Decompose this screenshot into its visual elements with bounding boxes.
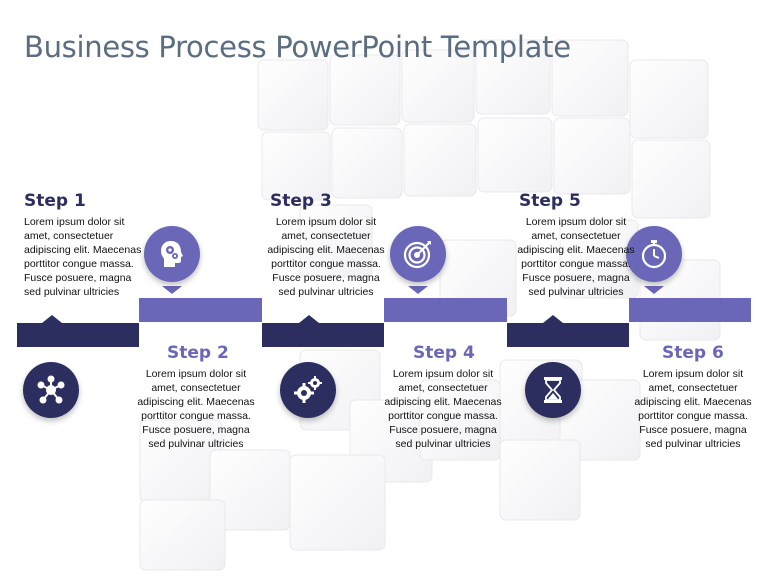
pointer-step-4 <box>408 286 428 294</box>
step-2-icon-circle <box>144 226 200 282</box>
step-3-text: Lorem ipsum dolor sit amet, consectetuer… <box>267 216 385 298</box>
timeline-bar-step-5 <box>507 323 629 347</box>
step-2-title: Step 2 <box>167 343 229 363</box>
step-1-title: Step 1 <box>24 191 86 211</box>
timeline-bar-step-3 <box>262 323 384 347</box>
step-6-title: Step 6 <box>662 343 724 363</box>
pointer-step-3 <box>299 315 319 323</box>
stopwatch-icon <box>641 240 667 269</box>
step-1-text: Lorem ipsum dolor sit amet, consectetuer… <box>24 216 142 298</box>
slide-title: Business Process PowerPoint Template <box>24 30 571 64</box>
step-4-icon-circle <box>390 226 446 282</box>
step-2-text: Lorem ipsum dolor sit amet, consectetuer… <box>137 368 255 450</box>
timeline-bar-step-4 <box>384 298 507 322</box>
step-5-title: Step 5 <box>519 191 581 211</box>
head-gears-icon <box>161 241 183 267</box>
timeline-bar-step-2 <box>139 298 262 322</box>
step-3-icon-circle <box>280 362 336 418</box>
timeline-bar-step-1 <box>17 323 139 347</box>
step-3-title: Step 3 <box>270 191 332 211</box>
step-4-title: Step 4 <box>413 343 475 363</box>
pointer-step-1 <box>42 315 62 323</box>
step-1-icon-circle <box>23 362 79 418</box>
gears-icon <box>294 376 322 403</box>
pointer-step-6 <box>644 286 664 294</box>
step-6-icon-circle <box>626 226 682 282</box>
step-6-text: Lorem ipsum dolor sit amet, consectetuer… <box>634 368 752 450</box>
pointer-step-5 <box>543 315 563 323</box>
target-icon <box>403 241 431 269</box>
network-icon <box>37 375 65 404</box>
step-5-icon-circle <box>525 362 581 418</box>
timeline-bar-step-6 <box>629 298 751 322</box>
pointer-step-2 <box>162 286 182 294</box>
hourglass-icon <box>544 377 562 403</box>
step-5-text: Lorem ipsum dolor sit amet, consectetuer… <box>517 216 635 298</box>
step-4-text: Lorem ipsum dolor sit amet, consectetuer… <box>384 368 502 450</box>
